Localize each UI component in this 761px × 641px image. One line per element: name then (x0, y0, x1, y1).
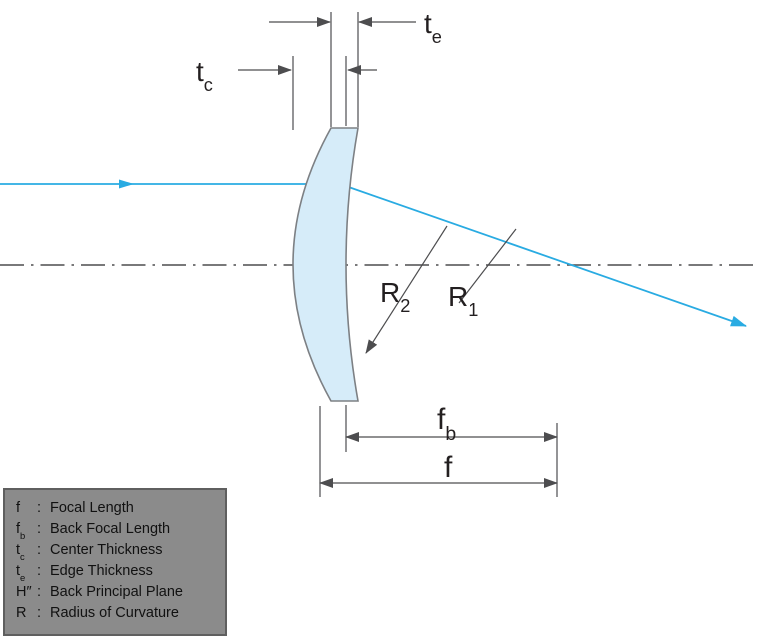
lens-element (292, 127, 359, 402)
legend-symbol: R (16, 605, 26, 621)
te-label-base: t (424, 8, 432, 39)
dimension-fb: fb (345, 403, 558, 445)
legend-row-h: H″: Back Principal Plane (16, 584, 183, 600)
r2-label: R2 (380, 277, 410, 316)
f-label: f (444, 451, 453, 484)
fb-label-base: f (437, 403, 446, 436)
legend-row-tc: tc: Center Thickness (16, 542, 163, 562)
legend-colon: : (37, 563, 41, 579)
legend-row-te: te: Edge Thickness (16, 563, 153, 583)
dimension-te: te (269, 8, 442, 47)
legend-symbol: t (16, 563, 20, 579)
legend-desc: Back Principal Plane (50, 584, 183, 600)
legend-symbol: t (16, 542, 20, 558)
refracted-ray (339, 183, 747, 327)
legend-symbol: f (16, 500, 21, 516)
legend-colon: : (37, 542, 41, 558)
incident-ray (0, 179, 340, 189)
legend-colon: : (37, 521, 41, 537)
legend: f:Focal Length fb:Back Focal Length tc:C… (3, 488, 227, 636)
legend-symbol-sub: b (20, 530, 25, 541)
legend-symbol: H″ (16, 584, 32, 600)
legend-box (3, 488, 227, 636)
fb-label-sub: b (445, 423, 456, 445)
legend-colon: : (37, 605, 41, 621)
legend-symbol-sub: e (20, 572, 25, 583)
te-label-sub: e (432, 27, 442, 47)
r2-label-base: R (380, 277, 400, 308)
legend-colon: : (37, 584, 41, 600)
tc-label: tc (196, 56, 213, 95)
legend-desc: Radius of Curvature (50, 605, 179, 621)
legend-symbol-sub: c (20, 551, 25, 562)
r1-label-base: R (448, 281, 468, 312)
radius-r2: R2 (365, 225, 448, 354)
radius-r1: R1 (448, 228, 517, 320)
dimension-tc: tc (196, 56, 377, 95)
r2-leader-line (365, 225, 448, 354)
legend-desc: Focal Length (50, 500, 134, 516)
legend-colon: : (37, 500, 41, 516)
f-label-base: f (444, 451, 453, 484)
fb-label: fb (437, 403, 456, 445)
r1-leader-line (458, 228, 517, 304)
legend-desc: Back Focal Length (50, 521, 170, 537)
r1-label-sub: 1 (468, 300, 478, 320)
legend-symbol: f (16, 521, 21, 537)
legend-row-r: R: Radius of Curvature (16, 605, 179, 621)
legend-desc: Edge Thickness (50, 563, 153, 579)
tc-label-sub: c (204, 75, 213, 95)
r2-label-sub: 2 (400, 296, 410, 316)
legend-desc: Center Thickness (50, 542, 163, 558)
dimension-f: f (319, 451, 558, 488)
legend-row-f: f: Focal Length (16, 500, 134, 516)
r1-label: R1 (448, 281, 478, 320)
tc-label-base: t (196, 56, 204, 87)
te-label: te (424, 8, 442, 47)
legend-row-fb: fb: Back Focal Length (16, 521, 170, 541)
incident-ray-arrowhead (119, 179, 134, 189)
